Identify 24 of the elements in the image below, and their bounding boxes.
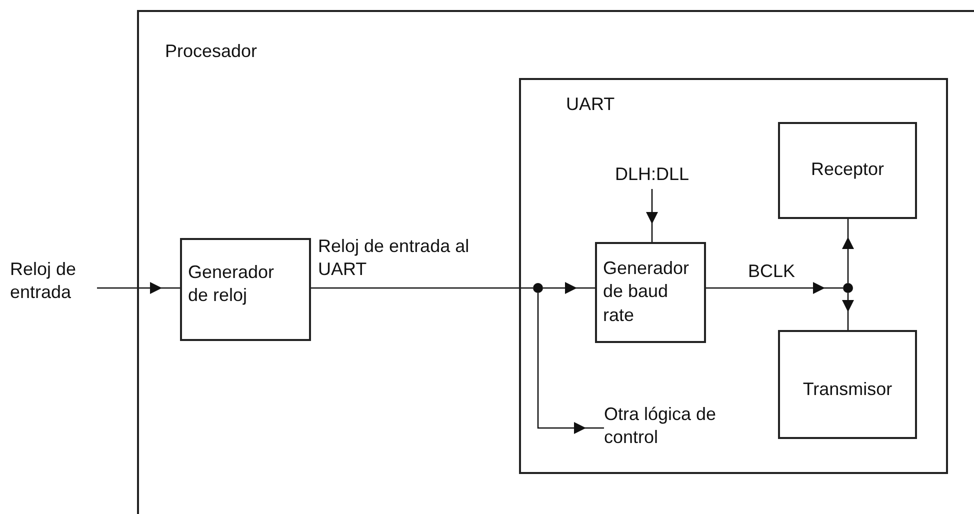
arrow [842,219,854,283]
box-label: Generador de reloj [188,261,276,308]
junction-dot [533,283,543,293]
uart-container [519,78,948,474]
arrow [543,282,595,294]
box-label: Transmisor [802,378,894,401]
signal-label: Otra lógica de control [604,403,734,453]
register-label: DLH:DLL [614,163,690,189]
process-box [778,122,917,219]
arrow [842,293,854,330]
signal-label: Reloj de entrada [10,258,97,308]
connector-line [311,287,533,289]
process-box [595,242,706,343]
junction-dot [843,283,853,293]
container-title: Procesador [165,40,258,63]
process-box [180,238,311,341]
arrow [706,282,843,294]
arrow [537,293,604,434]
box-label: Generador de baud rate [603,257,690,327]
container-title: UART [566,93,616,116]
arrow [646,189,658,242]
arrow [97,282,180,294]
process-box [778,330,917,439]
box-label: Receptor [810,158,886,181]
